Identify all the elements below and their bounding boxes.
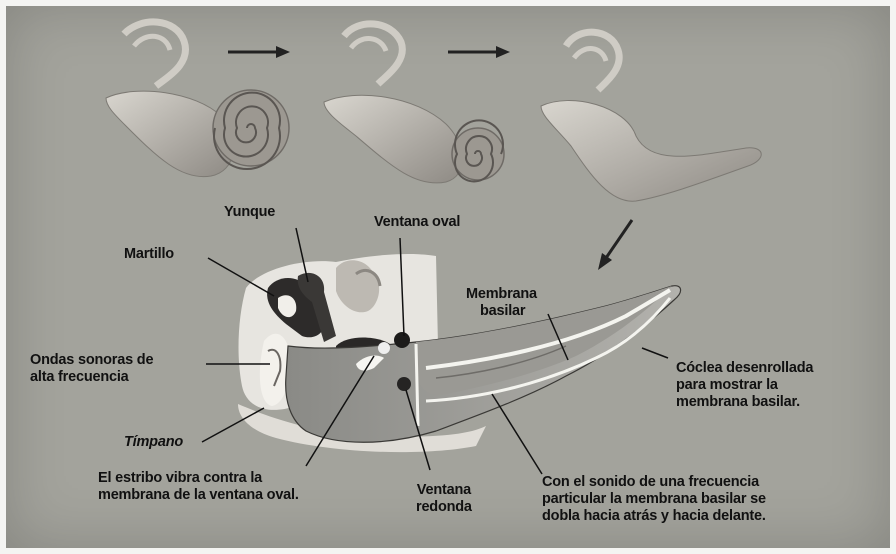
label-membrana-basilar: Membrana basilar (466, 286, 537, 320)
arrow-2 (448, 46, 510, 58)
round-window-dark (397, 377, 411, 391)
label-timpano: Tímpano (124, 434, 183, 451)
label-sonido-frecuencia: Con el sonido de una frecuencia particul… (542, 474, 766, 525)
arrow-1 (228, 46, 290, 58)
uncoiled-cochlea-stage-3 (541, 32, 761, 201)
label-yunque: Yunque (224, 204, 275, 221)
label-ventana-oval: Ventana oval (374, 214, 460, 231)
label-ventana-redonda: Ventana redonda (416, 482, 472, 516)
label-martillo: Martillo (124, 246, 174, 263)
label-estribo: El estribo vibra contra la membrana de l… (98, 470, 299, 504)
label-coclea-desenrollada: Cóclea desenrollada para mostrar la memb… (676, 360, 813, 411)
coiled-cochlea-stage-2 (324, 24, 504, 183)
arrow-down (598, 220, 632, 270)
label-ondas-sonoras: Ondas sonoras de alta frecuencia (30, 352, 153, 386)
cochlea-illustration (6, 6, 890, 548)
diagram-frame: Yunque Ventana oval Martillo Membrana ba… (6, 6, 890, 548)
coiled-cochlea-stage-1 (106, 22, 289, 177)
